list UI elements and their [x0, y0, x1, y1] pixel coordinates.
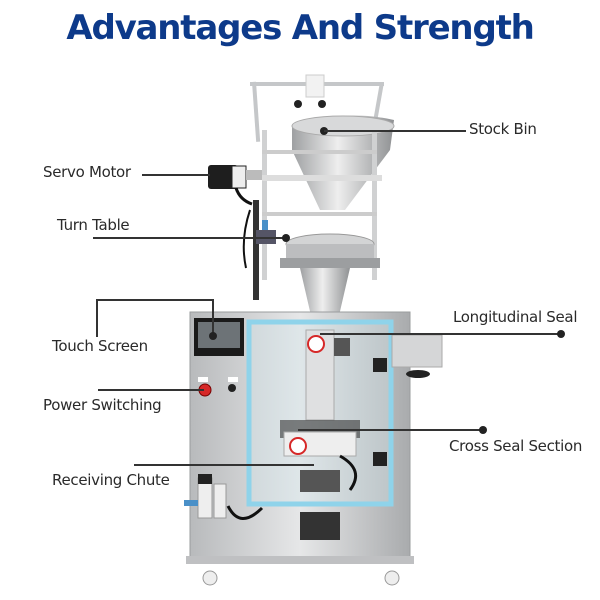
cross-seal-leader [298, 429, 482, 431]
longitudinal-seal-leader [320, 333, 560, 335]
cross-seal-marker [479, 426, 487, 434]
longitudinal-seal-label: Longitudinal Seal [453, 308, 578, 326]
page-title: Advantages And Strength [66, 8, 534, 48]
power-switching-label: Power Switching [43, 396, 162, 414]
stock-bin-label: Stock Bin [469, 120, 537, 138]
turn-table-label: Turn Table [57, 216, 130, 234]
longitudinal-seal-marker [557, 330, 565, 338]
machine-cabinet [184, 311, 443, 586]
touch-screen-leader-v2 [212, 299, 214, 335]
servo-motor-label: Servo Motor [43, 163, 131, 181]
receiving-chute-label: Receiving Chute [52, 471, 170, 489]
turn-table-marker [282, 234, 290, 242]
touch-screen-leader-h [96, 299, 214, 301]
servo-motor [208, 165, 262, 206]
cross-seal-section-label: Cross Seal Section [449, 437, 583, 455]
turn-table-leader [93, 237, 285, 239]
touch-screen-label: Touch Screen [52, 337, 148, 355]
turn-table [256, 220, 380, 320]
touch-screen-leader-v1 [96, 299, 98, 337]
power-switching-leader [98, 389, 204, 391]
stock-bin-leader [324, 130, 466, 132]
touch-screen-marker [209, 332, 217, 340]
servo-motor-leader [142, 174, 210, 176]
receiving-chute-leader [134, 464, 314, 466]
